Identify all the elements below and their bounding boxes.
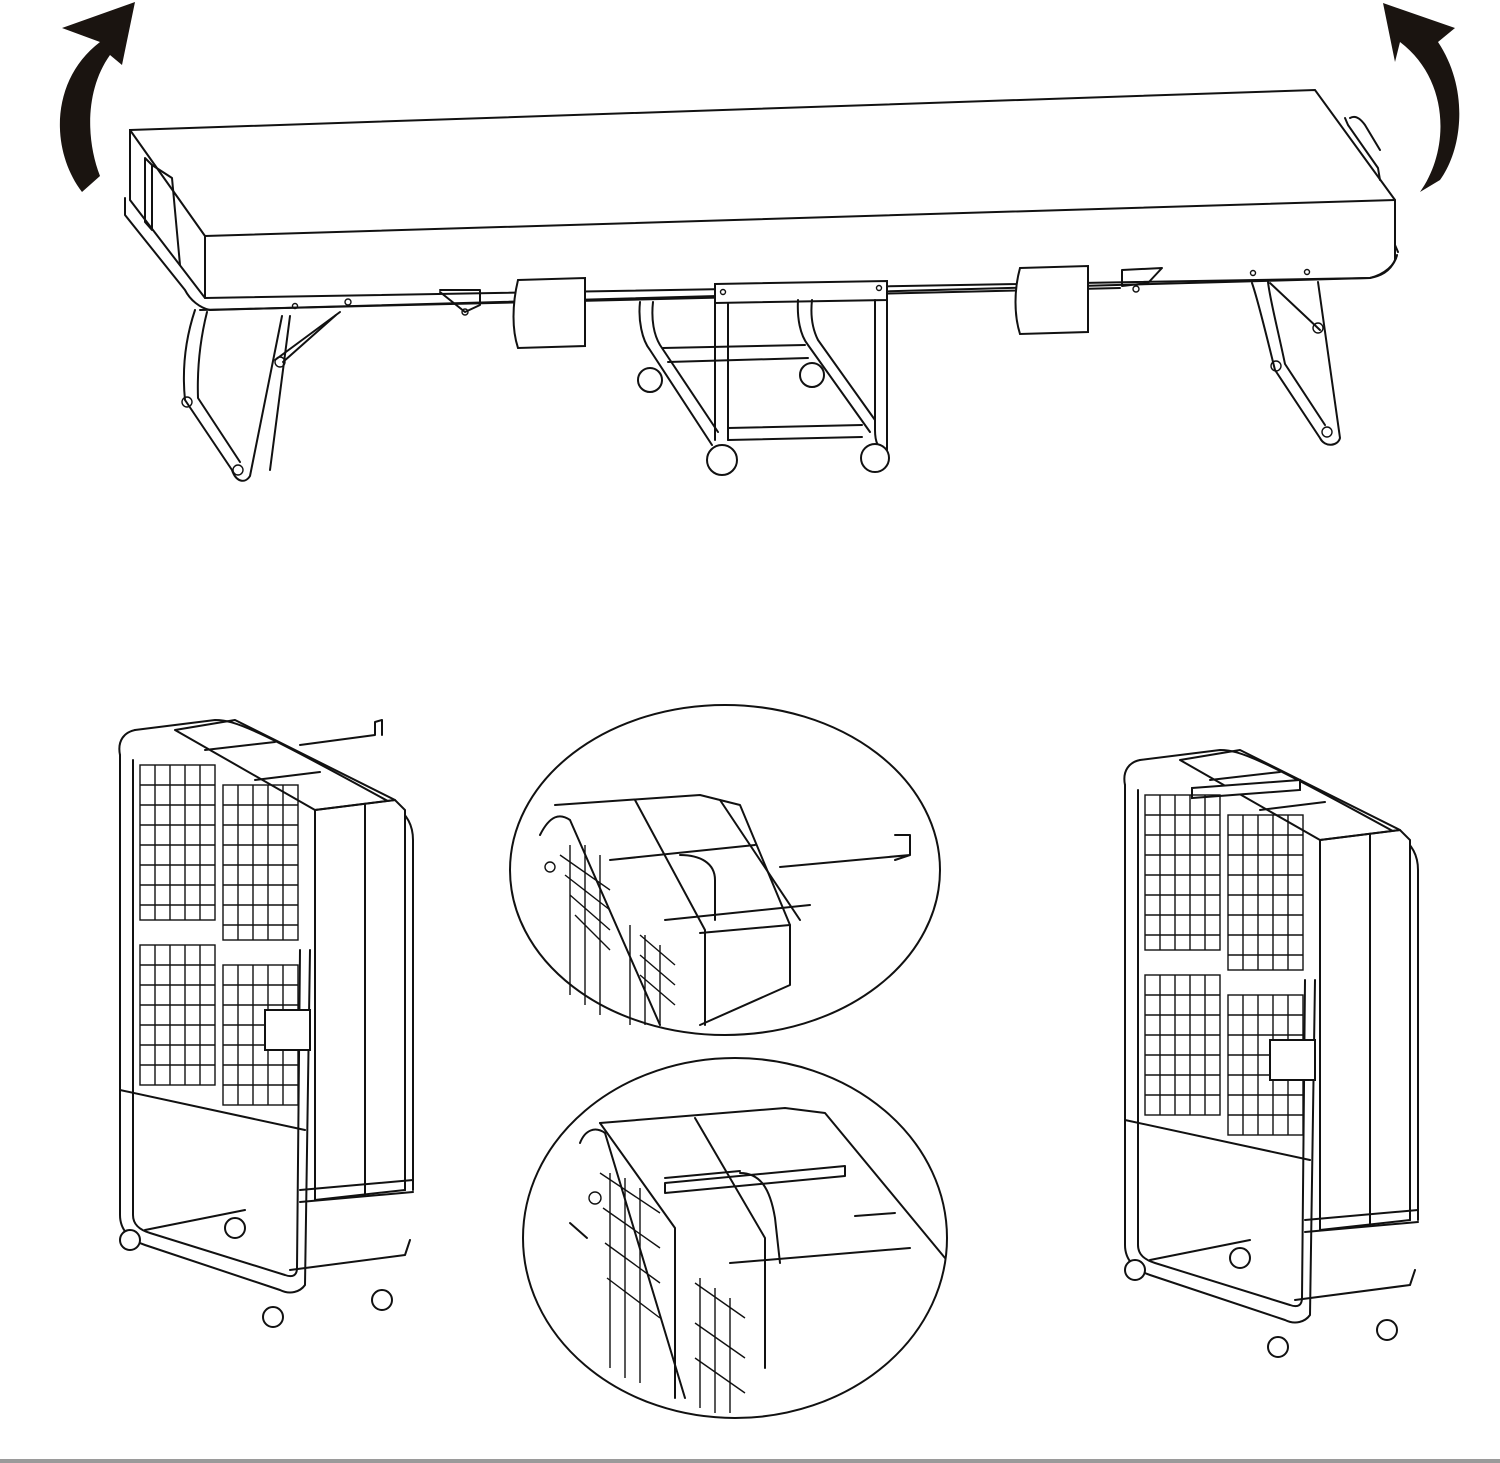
strap-left xyxy=(512,276,586,350)
mesh-lower-left xyxy=(1144,974,1221,1116)
mesh-upper-left xyxy=(139,764,216,921)
mesh-lower-left xyxy=(139,944,216,1086)
bottom-divider xyxy=(0,1459,1500,1463)
right-leg xyxy=(1251,281,1341,446)
detail-bottom-panel xyxy=(515,1048,965,1428)
bed-frame-rail xyxy=(124,197,1398,316)
detail-hook-unlatched xyxy=(509,704,941,1036)
strap-right xyxy=(1014,264,1089,336)
left-leg xyxy=(181,309,341,482)
unfolded-bed-panel xyxy=(0,0,1500,520)
curved-arrow-left-icon xyxy=(59,2,135,192)
folded-bed-right xyxy=(1123,749,1419,1358)
folded-bed-left xyxy=(118,719,414,1328)
detail-hook-latched xyxy=(522,1057,948,1419)
folded-bed-right-panel xyxy=(1100,740,1430,1360)
curved-arrow-right-icon xyxy=(1383,3,1460,192)
mattress xyxy=(129,88,1399,300)
folded-bed-left-panel xyxy=(95,710,425,1350)
mesh-upper-right xyxy=(222,784,299,941)
center-caster-frame xyxy=(637,279,890,476)
detail-top-panel xyxy=(500,695,950,1045)
mesh-upper-left xyxy=(1144,794,1221,951)
mesh-upper-right xyxy=(1227,814,1304,971)
